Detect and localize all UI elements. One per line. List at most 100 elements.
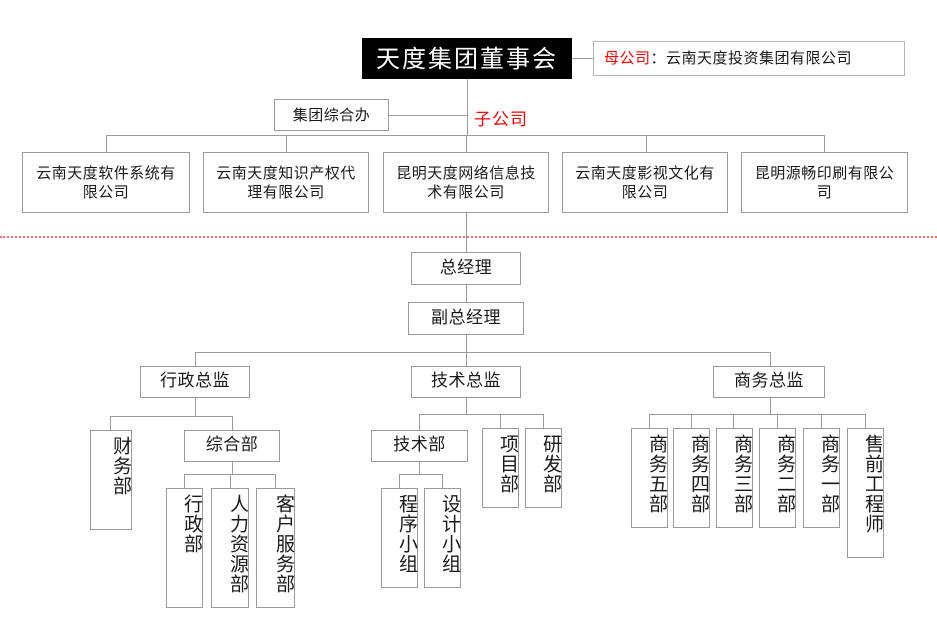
director-label-tech: 技术总监: [431, 371, 501, 392]
deputy-general-manager-box[interactable]: 副总经理: [408, 302, 524, 335]
hr-dept-box[interactable]: 人力资源部: [211, 488, 249, 608]
parent-company-separator: ：: [650, 49, 667, 68]
general-manager-box[interactable]: 总经理: [411, 252, 521, 285]
presales-engineer-box[interactable]: 售前工程师: [847, 428, 884, 558]
business-unit-box-4[interactable]: 商务四部: [673, 428, 710, 528]
tech-drop-project: [500, 414, 501, 428]
general-affairs-label: 综合部: [205, 435, 259, 456]
board-title-label: 天度集团董事会: [376, 44, 558, 73]
admin-drop-finance: [110, 416, 111, 430]
section-divider: [0, 236, 937, 238]
subsidiary-drop-4: [646, 135, 647, 152]
subsidiary-box-1[interactable]: 云南天度软件系统有限公司: [22, 152, 190, 213]
tech-trunk-line: [466, 398, 467, 414]
group-office-box[interactable]: 集团综合办: [274, 99, 389, 131]
subsidiary-bus-line: [106, 135, 825, 136]
admin-trunk-line: [195, 398, 196, 416]
general-affairs-bus: [184, 474, 275, 475]
tech-dept-bus: [399, 474, 442, 475]
subsidiary-box-3[interactable]: 昆明天度网络信息技术有限公司: [383, 152, 549, 213]
program-group-label: 程序小组: [396, 494, 418, 574]
gm-to-dgm-line: [466, 285, 467, 302]
admin-dept-label: 行政部: [181, 494, 203, 554]
subsidiary-to-gm-line: [466, 213, 467, 252]
business-drop-5: [821, 414, 822, 428]
finance-dept-box[interactable]: 财务部: [90, 430, 132, 530]
director-label-business: 商务总监: [734, 371, 804, 392]
general-affairs-box[interactable]: 综合部: [184, 430, 280, 462]
director-box-tech[interactable]: 技术总监: [411, 366, 521, 398]
presales-engineer-label: 售前工程师: [862, 434, 884, 534]
subsidiary-box-4[interactable]: 云南天度影视文化有限公司: [562, 152, 728, 213]
subsidiary-box-2[interactable]: 云南天度知识产权代理有限公司: [203, 152, 369, 213]
subsidiary-label-2: 云南天度知识产权代理有限公司: [216, 163, 356, 201]
director-drop-2: [466, 352, 467, 366]
board-to-note-connector: [572, 58, 593, 59]
business-drop-6: [865, 414, 866, 428]
business-unit-box-5[interactable]: 商务五部: [631, 428, 668, 528]
business-unit-label-3: 商务三部: [731, 434, 753, 514]
admin-dept-box[interactable]: 行政部: [166, 488, 203, 608]
director-box-business[interactable]: 商务总监: [713, 366, 825, 398]
hr-dept-label: 人力资源部: [227, 494, 249, 594]
tech-dept-label: 技术部: [393, 435, 446, 456]
board-trunk-line: [467, 79, 468, 135]
customer-service-dept-box[interactable]: 客户服务部: [256, 488, 295, 608]
business-drop-4: [777, 414, 778, 428]
subsidiary-drop-5: [824, 135, 825, 152]
subsidiary-label-4: 云南天度影视文化有限公司: [575, 163, 715, 201]
business-drop-2: [691, 414, 692, 428]
director-drop-3: [770, 352, 771, 366]
finance-dept-label: 财务部: [110, 436, 132, 496]
design-group-label: 设计小组: [439, 494, 461, 574]
business-trunk-line: [770, 398, 771, 414]
subsidiary-label-1: 云南天度软件系统有限公司: [36, 163, 176, 201]
tech-drop-tech-dept: [419, 414, 420, 430]
tech-dept-box[interactable]: 技术部: [371, 430, 468, 462]
group-office-label: 集团综合办: [292, 105, 371, 124]
parent-company-tag: 母公司: [604, 49, 651, 68]
business-unit-label-1: 商务一部: [818, 434, 840, 514]
subsidiary-label-3: 昆明天度网络信息技术有限公司: [396, 163, 536, 201]
design-group-box[interactable]: 设计小组: [424, 488, 461, 588]
group-office-connector: [389, 115, 467, 116]
tech-dept-drop-1: [399, 474, 400, 488]
deputy-general-manager-label: 副总经理: [431, 307, 501, 328]
general-affairs-drop-3: [275, 474, 276, 488]
admin-bus-line: [110, 416, 232, 417]
business-unit-box-3[interactable]: 商务三部: [716, 428, 753, 528]
general-affairs-trunk: [232, 462, 233, 474]
rnd-dept-label: 研发部: [540, 434, 562, 494]
parent-company-name: 云南天度投资集团有限公司: [666, 49, 853, 68]
business-unit-label-2: 商务二部: [774, 434, 796, 514]
rnd-dept-box[interactable]: 研发部: [525, 428, 562, 508]
tech-dept-drop-2: [442, 474, 443, 488]
customer-service-dept-label: 客户服务部: [273, 494, 295, 594]
program-group-box[interactable]: 程序小组: [381, 488, 418, 588]
tech-dept-trunk: [419, 462, 420, 474]
business-unit-label-5: 商务五部: [646, 434, 668, 514]
subsidiary-section-label: 子公司: [474, 110, 528, 130]
subsidiary-box-5[interactable]: 昆明源畅印刷有限公司: [741, 152, 908, 213]
business-unit-label-4: 商务四部: [688, 434, 710, 514]
subsidiary-drop-2: [286, 135, 287, 152]
business-unit-box-1[interactable]: 商务一部: [803, 428, 840, 528]
subsidiary-drop-1: [106, 135, 107, 152]
project-dept-label: 项目部: [497, 434, 519, 494]
parent-company-note: 母公司：云南天度投资集团有限公司: [593, 41, 905, 76]
business-drop-1: [649, 414, 650, 428]
board-title-box[interactable]: 天度集团董事会: [362, 38, 572, 79]
director-label-admin: 行政总监: [160, 371, 230, 392]
admin-drop-general-affairs: [232, 416, 233, 430]
dgm-trunk-line: [466, 335, 467, 352]
director-box-admin[interactable]: 行政总监: [140, 366, 250, 398]
subsidiary-label-5: 昆明源畅印刷有限公司: [754, 163, 895, 201]
general-affairs-drop-1: [184, 474, 185, 488]
business-unit-box-2[interactable]: 商务二部: [759, 428, 796, 528]
director-drop-1: [195, 352, 196, 366]
project-dept-box[interactable]: 项目部: [482, 428, 519, 508]
subsidiary-drop-3: [466, 135, 467, 152]
business-drop-3: [733, 414, 734, 428]
general-manager-label: 总经理: [439, 257, 493, 278]
